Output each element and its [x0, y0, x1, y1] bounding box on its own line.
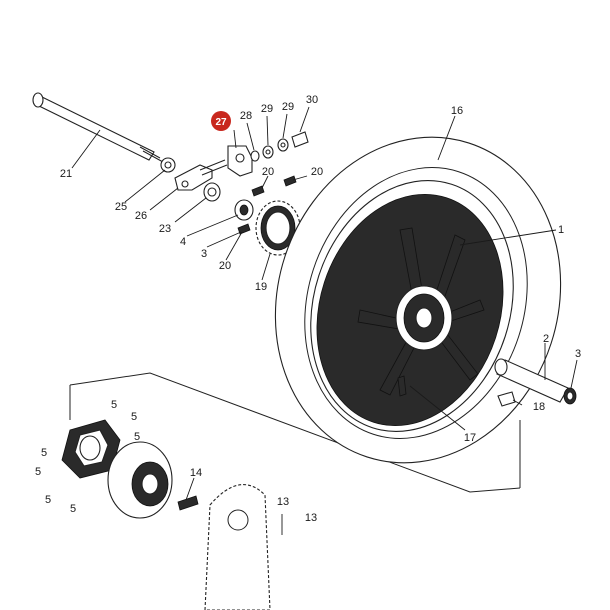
callout-4: 4	[180, 236, 186, 248]
sprocket-part	[255, 200, 301, 256]
callout-labels: 1 2 3 3 4 5 5 5 5 5 5 5 13 13 14 16 17 1…	[35, 94, 581, 524]
wheel-hub	[395, 285, 453, 351]
highlight-badge-circle	[211, 111, 231, 131]
highlight-badge: 27	[211, 111, 231, 131]
callout-30: 30	[306, 94, 318, 106]
leader-lines	[71, 106, 578, 535]
callout-26: 26	[135, 210, 147, 222]
collar-part	[494, 358, 569, 403]
callout-20-a: 20	[262, 166, 274, 178]
callout-3-right: 3	[575, 348, 581, 360]
callout-20-b: 20	[311, 166, 323, 178]
callout-28: 28	[240, 110, 252, 122]
callout-1: 1	[558, 224, 564, 236]
assembly-frame-lines	[69, 372, 521, 493]
callout-5-b: 5	[131, 411, 137, 423]
callout-3-left: 3	[201, 248, 207, 260]
callout-16: 16	[451, 105, 463, 117]
callout-13-b: 13	[305, 512, 317, 524]
callout-17: 17	[464, 432, 476, 444]
damper-part	[61, 419, 121, 479]
balance-weight-part	[497, 391, 516, 407]
callout-20-c: 20	[219, 260, 231, 272]
callout-29-a: 29	[261, 103, 273, 115]
callout-19: 19	[255, 281, 267, 293]
callout-25: 25	[115, 201, 127, 213]
rear-sprocket-part	[204, 484, 271, 610]
bearing-parts	[203, 182, 254, 221]
callout-2: 2	[543, 333, 549, 345]
callout-5-d: 5	[41, 447, 47, 459]
callout-23: 23	[159, 223, 171, 235]
collars-part	[250, 131, 309, 162]
axle-part	[32, 92, 164, 163]
callout-5-c: 5	[134, 431, 140, 443]
callout-13-a: 13	[277, 496, 289, 508]
callout-5-a: 5	[111, 399, 117, 411]
highlight-badge-label: 27	[215, 117, 227, 128]
clutch-hub-part	[107, 441, 173, 519]
callout-18: 18	[533, 401, 545, 413]
callout-5-e: 5	[35, 466, 41, 478]
callout-21: 21	[60, 168, 72, 180]
valve-part	[397, 375, 407, 397]
chain-adjuster-part	[174, 159, 228, 191]
callout-29-b: 29	[282, 101, 294, 113]
callout-5-g: 5	[70, 503, 76, 515]
bracket-part	[227, 145, 253, 177]
callout-14: 14	[190, 467, 202, 479]
bolt-parts	[237, 175, 297, 235]
stud-part	[177, 495, 199, 511]
callout-5-f: 5	[45, 494, 51, 506]
